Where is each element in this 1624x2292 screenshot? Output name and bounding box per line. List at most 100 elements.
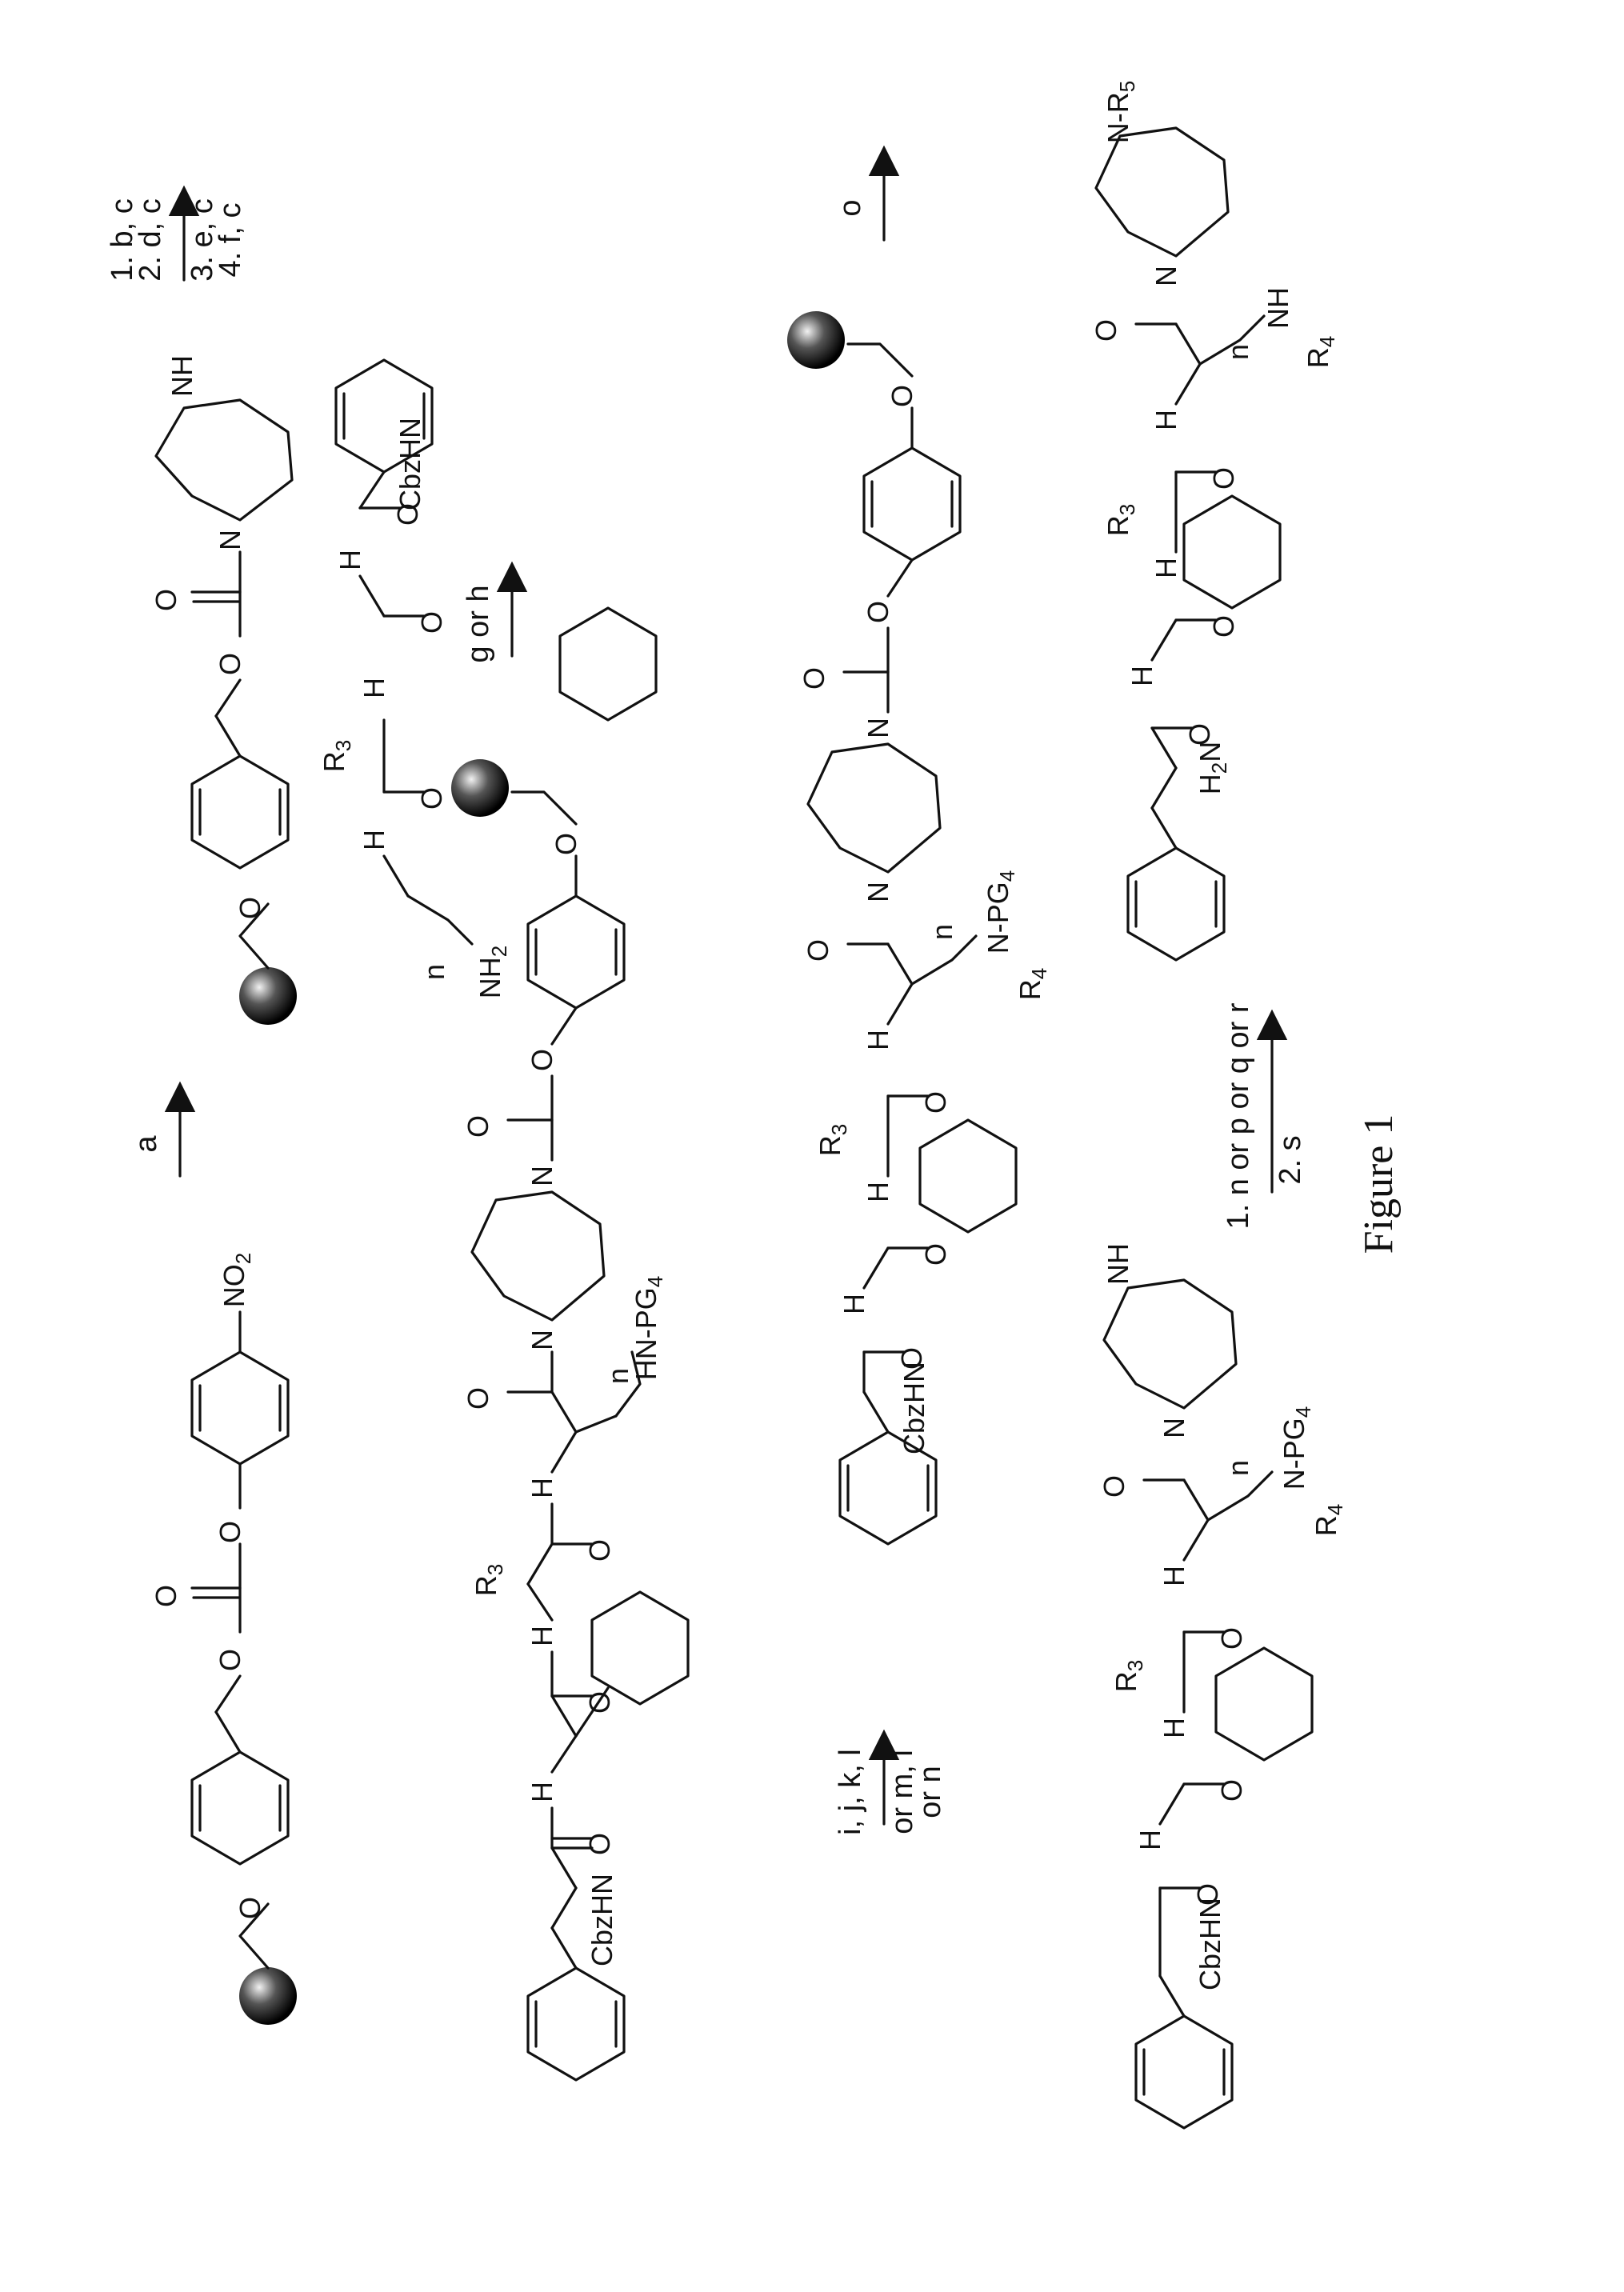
resin-diazepane-carbamate: O O O N NH <box>150 355 297 1025</box>
cbzhn-3: CbzHN <box>898 1362 930 1454</box>
amide-o-6: O <box>415 611 448 634</box>
amide-nh-8: H <box>838 1294 870 1314</box>
cleaved-peptide-pg4: CbzHN O H O H R3 O H n N-PG4 R4 O N NH <box>1098 1243 1347 2128</box>
resin-bead-2 <box>239 967 297 1025</box>
amide-nh-13: H <box>1158 1718 1190 1738</box>
diazepane-n-f: N <box>1150 266 1182 286</box>
carbamate-carbonyl-1: O <box>150 589 182 611</box>
r3-3: R3 <box>814 1124 851 1156</box>
r3-2: R3 <box>318 740 355 772</box>
diazepane-n-c: N <box>862 882 894 902</box>
condition-or-n: or n <box>914 1766 947 1818</box>
cbzhn-2: CbzHN <box>394 418 426 510</box>
r3-1: R3 <box>470 1564 507 1596</box>
r4-1: R4 <box>1014 968 1051 1000</box>
amide-o-17: O <box>1207 615 1240 638</box>
figure-caption: Figure 1 <box>1356 1114 1402 1254</box>
amide-nh-3: H <box>526 1478 558 1498</box>
arrow-g-or-h: g or h <box>462 585 512 662</box>
condition-d-c: 2. d, c <box>134 198 167 282</box>
ether-o-3: O <box>550 833 582 855</box>
loop-n-4: n <box>1222 1460 1254 1476</box>
carbamate-oxygen-1: O <box>214 653 246 675</box>
r3-4: R3 <box>1110 1660 1147 1692</box>
loop-n-5: n <box>1222 344 1254 360</box>
amide-nh-12: H <box>1134 1830 1166 1850</box>
n-pg4-1: N-PG4 <box>982 870 1019 954</box>
carbonyl-oxygen-1: O <box>150 1585 182 1607</box>
cbzhn-1: CbzHN <box>586 1874 618 1966</box>
amide-o-18: O <box>1207 467 1240 490</box>
arrow-step1: 1. b, c 2. d, c 3. e, c 4. f, c <box>106 198 247 282</box>
resin-bead-4 <box>787 311 845 369</box>
condition-o: o <box>834 199 867 216</box>
amide-nh-14: H <box>1158 1566 1190 1586</box>
diazepane-nh-2: NH <box>1102 1243 1134 1285</box>
condition-f-c: 4. f, c <box>214 203 247 278</box>
amide-o-13: O <box>1215 1779 1248 1802</box>
nh-r4: NH <box>1262 287 1294 329</box>
condition-ijkl: i, j, k, l <box>834 1749 867 1835</box>
amide-nh-16: H <box>1126 666 1158 686</box>
amide-o-2: O <box>583 1691 616 1714</box>
amide-nh-6: H <box>358 678 390 698</box>
r3-5: R3 <box>1102 504 1139 536</box>
nh2-group: NH2 <box>474 946 511 998</box>
amide-o-1: O <box>583 1833 616 1855</box>
condition-g-or-h: g or h <box>462 585 495 662</box>
amide-o-5: O <box>391 503 424 526</box>
diazepane-n-d: N <box>862 718 894 738</box>
amide-nh-7: H <box>358 830 390 850</box>
n-r5: N-R5 <box>1102 81 1139 143</box>
amide-nh-2: H <box>526 1626 558 1646</box>
carbamate-o-2: O <box>462 1115 494 1138</box>
resin-bead-1 <box>239 1967 297 2025</box>
diazepane-n-b: N <box>526 1166 558 1186</box>
loop-n-3: n <box>926 924 958 940</box>
arrow-nopqr: 1. n or p or q or r 2. s <box>1222 1002 1307 1229</box>
condition-s: 2. s <box>1274 1135 1307 1184</box>
amide-o-11: O <box>802 939 834 962</box>
final-product: H2N O H O H R3 O H n NH R4 O N N-R5 <box>1090 81 1339 960</box>
amide-o-16: O <box>1183 723 1216 746</box>
amide-o-9: O <box>919 1243 952 1266</box>
arrow-a: a <box>130 1112 180 1176</box>
carbamate-o-4: O <box>798 667 830 690</box>
amide-nh-5: H <box>334 550 366 570</box>
n-pg4-2: N-PG4 <box>1278 1406 1315 1490</box>
resin-carbonate-reagent: O O O O NO2 <box>150 1253 297 2025</box>
carbonate-oxygen-2: O <box>214 1521 246 1543</box>
amide-o-3: O <box>583 1539 616 1562</box>
diazepane-n1: N <box>214 530 246 550</box>
hn-pg4: HN-PG4 <box>630 1276 667 1380</box>
arrow-o: o <box>834 176 884 240</box>
amide-o-19: O <box>1090 319 1122 342</box>
amide-o-7: O <box>415 787 448 810</box>
amide-nh-10: H <box>862 1030 894 1050</box>
carbamate-o-3: O <box>526 1049 558 1071</box>
amide-o-8: O <box>895 1347 928 1370</box>
r4-3: R4 <box>1302 336 1339 368</box>
amide-nh-1: H <box>526 1782 558 1802</box>
resin-peptide-r4-pg4: CbzHN O H O H R3 O H n N-PG4 R4 O N N O … <box>787 311 1051 1544</box>
loop-n-2: n <box>418 964 450 980</box>
nitro-group: NO2 <box>218 1253 255 1307</box>
cbzhn-4: CbzHN <box>1194 1898 1226 1990</box>
ether-oxygen-2: O <box>234 897 266 919</box>
ether-oxygen-1: O <box>234 1897 266 1919</box>
condition-a: a <box>130 1135 163 1153</box>
amide-o-12: O <box>1191 1883 1224 1906</box>
diazepane-n-a: N <box>526 1330 558 1350</box>
arrow-ijkl: i, j, k, l or m, l or n <box>834 1749 947 1835</box>
amide-o-4: O <box>462 1387 494 1410</box>
carbonate-oxygen-1: O <box>214 1649 246 1671</box>
carbamate-o-5: O <box>862 601 894 623</box>
resin-bead-3 <box>451 759 509 817</box>
resin-peptide-nh2: CbzHN O H O H R3 O H NH2 n <box>318 360 656 998</box>
diazepane-nh: NH <box>166 355 198 397</box>
amide-o-10: O <box>919 1091 952 1114</box>
amide-nh-17: H <box>1150 558 1182 578</box>
amide-nh-9: H <box>862 1182 894 1202</box>
r4-2: R4 <box>1310 1504 1347 1536</box>
